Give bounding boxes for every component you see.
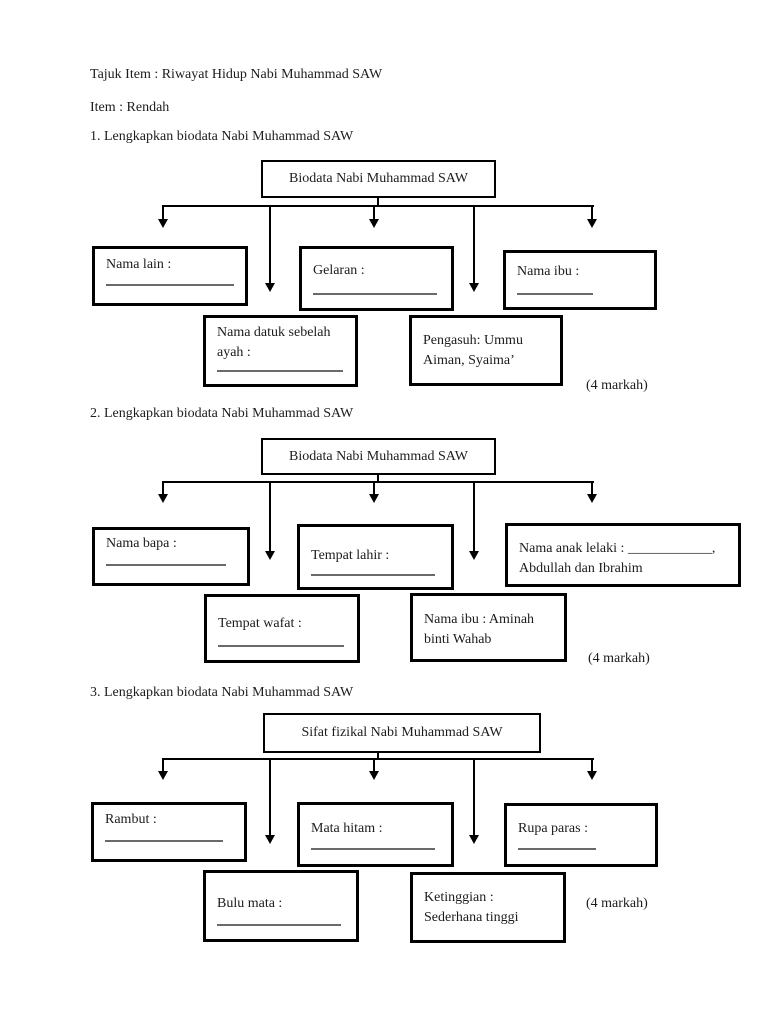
connector-stub [377,752,379,758]
down-arrow-shaft [591,481,593,494]
marks-label-3: (4 markah) [586,896,648,911]
field-box-nama-ibu-aminah: Nama ibu : Aminah binti Wahab [410,593,567,662]
field-label: Nama lain : [106,257,172,272]
connector-stub [377,197,379,205]
field-box-rambut: Rambut : [91,802,247,862]
down-arrowhead-icon [369,219,379,228]
down-arrow-shaft [162,205,164,219]
field-box-pengasuh: Pengasuh: Ummu Aiman, Syaima’ [409,315,563,386]
blank-answer-line [518,848,596,850]
field-label-line: ayah : [217,345,251,361]
down-arrow-shaft [373,205,375,219]
item-level-label: Item : Rendah [90,100,170,115]
field-label-line: binti Wahab [424,632,492,648]
question-2-text: 2. Lengkapkan biodata Nabi Muhammad SAW [90,406,354,421]
field-box-nama-ibu: Nama ibu : [503,250,657,310]
field-label-line: Sederhana tinggi [424,910,519,926]
down-arrow-shaft [269,481,271,551]
field-box-nama-lain: Nama lain : [92,246,248,306]
root-box-biodata-1: Biodata Nabi Muhammad SAW [261,160,496,198]
down-arrowhead-icon [265,551,275,560]
connector-hline [162,481,594,483]
root-box-sifat-fizikal: Sifat fizikal Nabi Muhammad SAW [263,713,541,753]
down-arrowhead-icon [158,771,168,780]
down-arrowhead-icon [158,219,168,228]
field-box-rupa-paras: Rupa paras : [504,803,658,867]
blank-answer-line [311,574,435,576]
blank-answer-line [218,645,344,647]
field-label: Rambut : [105,812,157,827]
marks-label-1: (4 markah) [586,378,648,393]
blank-answer-line [105,840,223,842]
blank-answer-line [106,564,226,566]
field-label-line: Aiman, Syaima’ [423,353,515,369]
blank-answer-line [311,848,435,850]
field-box-ketinggian: Ketinggian : Sederhana tinggi [410,872,566,943]
field-label-line: Pengasuh: Ummu [423,333,523,348]
down-arrow-shaft [473,481,475,551]
connector-hline [162,205,594,207]
down-arrowhead-icon [369,494,379,503]
field-label-line: Nama datuk sebelah [217,325,331,340]
field-box-gelaran: Gelaran : [299,246,454,311]
down-arrowhead-icon [587,219,597,228]
blank-answer-line [106,284,234,286]
field-label: Tempat lahir : [311,548,390,563]
down-arrow-shaft [269,205,271,283]
field-label: Bulu mata : [217,896,283,911]
blank-answer-line [517,293,593,295]
down-arrowhead-icon [587,494,597,503]
field-label: Tempat wafat : [218,616,302,631]
field-label-line: Nama ibu : Aminah [424,612,535,627]
field-label: Rupa paras : [518,821,588,836]
field-label-line: Ketinggian : [424,890,494,905]
down-arrow-shaft [162,481,164,494]
field-label: Nama ibu : [517,264,580,279]
down-arrowhead-icon [469,835,479,844]
connector-stub [377,474,379,481]
field-label-line: Nama anak lelaki : ____________, [519,541,716,556]
down-arrow-shaft [473,758,475,835]
blank-answer-line [217,370,343,372]
question-1-text: 1. Lengkapkan biodata Nabi Muhammad SAW [90,129,354,144]
down-arrowhead-icon [265,835,275,844]
root-box-biodata-2: Biodata Nabi Muhammad SAW [261,438,496,475]
field-label-line: Abdullah dan Ibrahim [519,561,643,577]
field-box-tempat-lahir: Tempat lahir : [297,524,454,590]
field-box-bulu-mata: Bulu mata : [203,870,359,942]
field-label: Nama bapa : [106,536,177,551]
down-arrowhead-icon [369,771,379,780]
field-box-nama-anak: Nama anak lelaki : ____________, Abdulla… [505,523,741,587]
field-box-mata-hitam: Mata hitam : [297,802,454,867]
down-arrowhead-icon [469,551,479,560]
field-label: Mata hitam : [311,821,383,836]
field-box-nama-bapa: Nama bapa : [92,527,250,586]
blank-answer-line [217,924,341,926]
field-box-tempat-wafat: Tempat wafat : [204,594,360,663]
down-arrow-shaft [373,481,375,494]
down-arrow-shaft [591,758,593,771]
down-arrowhead-icon [469,283,479,292]
down-arrowhead-icon [587,771,597,780]
root-box-label: Biodata Nabi Muhammad SAW [289,448,468,464]
field-box-nama-datuk: Nama datuk sebelah ayah : [203,315,358,387]
field-label: Gelaran : [313,263,365,278]
down-arrow-shaft [162,758,164,771]
down-arrow-shaft [473,205,475,283]
document-title: Tajuk Item : Riwayat Hidup Nabi Muhammad… [90,67,383,82]
root-box-label: Biodata Nabi Muhammad SAW [289,171,468,186]
blank-answer-line [313,293,437,295]
down-arrow-shaft [373,758,375,771]
root-box-label: Sifat fizikal Nabi Muhammad SAW [301,725,503,740]
question-3-text: 3. Lengkapkan biodata Nabi Muhammad SAW [90,685,354,700]
connector-hline [162,758,594,760]
marks-label-2: (4 markah) [588,651,650,666]
down-arrowhead-icon [158,494,168,503]
down-arrow-shaft [591,205,593,219]
down-arrow-shaft [269,758,271,835]
down-arrowhead-icon [265,283,275,292]
